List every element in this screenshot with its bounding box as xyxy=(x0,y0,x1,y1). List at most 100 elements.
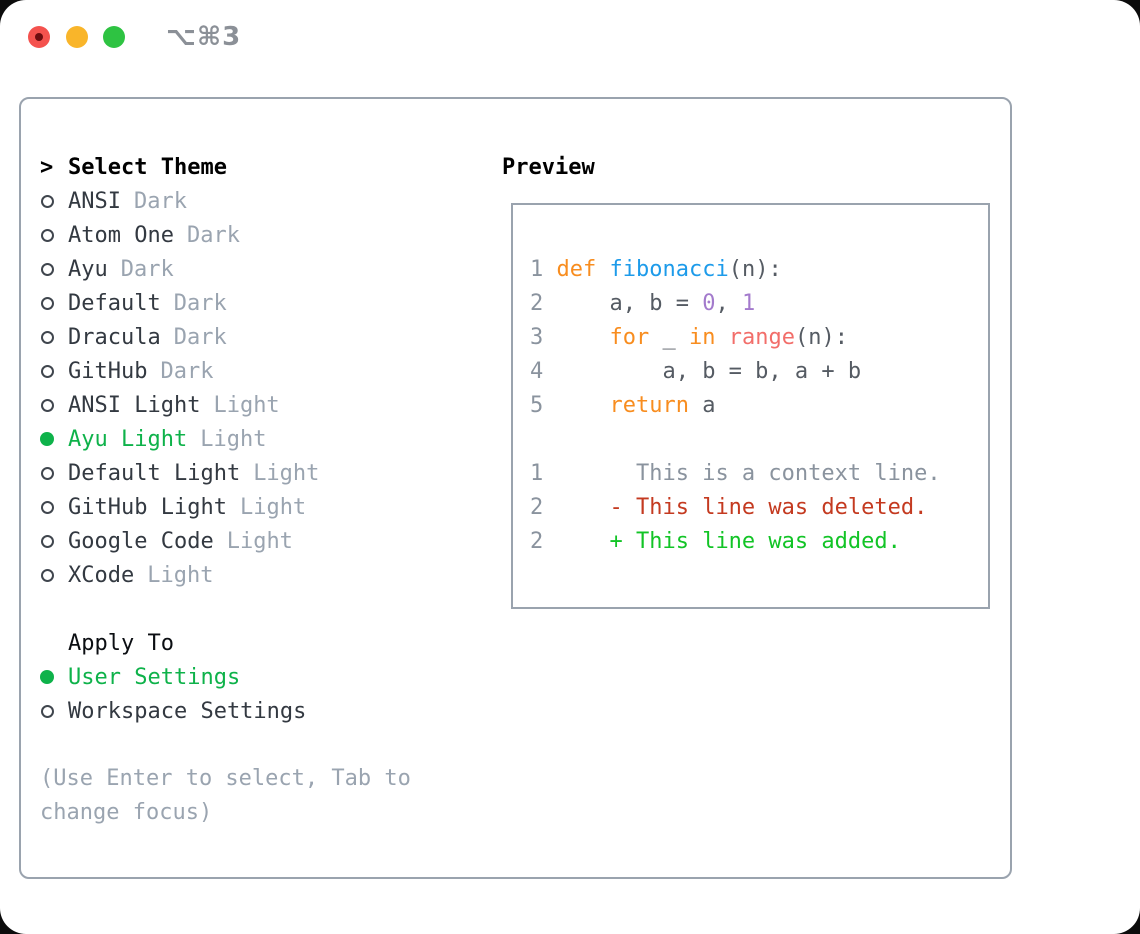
theme-list-header: > Select Theme xyxy=(40,150,319,184)
code-line-4: 4 a, b = b, a + b xyxy=(530,358,862,384)
preview-title: Preview xyxy=(502,154,595,180)
radio-marker xyxy=(40,500,68,514)
diff-sample: 1 This is a context line. 2 - This line w… xyxy=(530,456,941,558)
theme-option-ayu-light[interactable]: Ayu Light Light xyxy=(40,422,319,456)
radio-selected-icon xyxy=(40,670,54,684)
radio-marker xyxy=(40,398,68,412)
line-number: 1 xyxy=(530,256,557,282)
cursor-arrow-icon: > xyxy=(40,154,54,180)
apply-option-label: Workspace Settings xyxy=(68,698,307,724)
line-number: 2 xyxy=(530,528,557,554)
theme-name: GitHub Light xyxy=(68,494,227,520)
apply-option-workspace-settings[interactable]: Workspace Settings xyxy=(40,694,306,728)
syntax-sample: 1 def fibonacci(n): 2 a, b = 0, 1 3 for _ … xyxy=(530,252,941,422)
radio-icon xyxy=(41,262,54,276)
theme-option-github-light[interactable]: GitHub Light Light xyxy=(40,490,319,524)
minimize-button[interactable] xyxy=(66,26,88,48)
radio-icon xyxy=(41,330,54,344)
line-number: 3 xyxy=(530,324,557,350)
theme-variant-badge: Light xyxy=(239,494,307,520)
theme-variant-badge: Light xyxy=(213,392,280,418)
line-number: 4 xyxy=(530,358,557,384)
apply-option-user-settings[interactable]: User Settings xyxy=(40,660,306,694)
theme-name: Default Light xyxy=(68,460,241,486)
theme-option-default-light[interactable]: Default Light Light xyxy=(40,456,319,490)
radio-marker xyxy=(40,364,68,378)
theme-option-ansi[interactable]: ANSI Dark xyxy=(40,184,319,218)
theme-name: Ayu xyxy=(68,256,108,282)
line-number: 2 xyxy=(530,494,557,520)
theme-variant-badge: Dark xyxy=(173,324,227,350)
radio-marker xyxy=(40,194,68,208)
theme-name: Ayu Light xyxy=(68,426,188,452)
radio-marker xyxy=(40,704,68,718)
theme-option-google-code[interactable]: Google Code Light xyxy=(40,524,319,558)
apply-option-label: User Settings xyxy=(68,664,241,690)
preview-box: 1 def fibonacci(n): 2 a, b = 0, 1 3 for _ … xyxy=(511,203,990,609)
radio-icon xyxy=(41,704,54,718)
code-line-3: 3 for _ in range(n): xyxy=(530,324,848,350)
radio-marker xyxy=(40,330,68,344)
line-number: 1 xyxy=(530,460,557,486)
line-number: 2 xyxy=(530,290,557,316)
theme-variant-badge: Light xyxy=(226,528,293,554)
code-preview: 1 def fibonacci(n): 2 a, b = 0, 1 3 for _ … xyxy=(530,252,941,558)
theme-variant-badge: Dark xyxy=(133,188,187,214)
radio-icon xyxy=(41,568,54,582)
radio-icon xyxy=(41,466,54,480)
theme-list-title: Select Theme xyxy=(68,154,227,180)
theme-name: GitHub xyxy=(68,358,148,384)
radio-icon xyxy=(41,534,54,548)
theme-option-default[interactable]: Default Dark xyxy=(40,286,319,320)
theme-name: Atom One xyxy=(68,222,174,248)
radio-marker xyxy=(40,670,68,684)
apply-to-title: Apply To xyxy=(40,626,306,660)
radio-icon xyxy=(41,500,54,514)
usage-hint: (Use Enter to select, Tab to change focu… xyxy=(40,766,411,825)
theme-variant-badge: Dark xyxy=(160,358,214,384)
zoom-button[interactable] xyxy=(103,26,125,48)
theme-variant-badge: Light xyxy=(147,562,214,588)
radio-icon xyxy=(41,364,54,378)
theme-variant-badge: Light xyxy=(253,460,320,486)
radio-marker xyxy=(40,534,68,548)
radio-icon xyxy=(41,228,54,242)
radio-marker xyxy=(40,432,68,446)
theme-option-ayu[interactable]: Ayu Dark xyxy=(40,252,319,286)
theme-variant-badge: Light xyxy=(200,426,267,452)
theme-name: ANSI xyxy=(68,188,121,214)
diff-line-del: 2 - This line was deleted. xyxy=(530,494,928,520)
unsaved-changes-dot-icon xyxy=(35,33,43,41)
theme-name: XCode xyxy=(68,562,135,588)
theme-option-atom-one[interactable]: Atom One Dark xyxy=(40,218,319,252)
code-line-1: 1 def fibonacci(n): xyxy=(530,256,782,282)
code-line-5: 5 return a xyxy=(530,392,716,418)
theme-option-ansi-light[interactable]: ANSI Light Light xyxy=(40,388,319,422)
radio-marker xyxy=(40,466,68,480)
apply-to-label: Apply To xyxy=(68,630,174,656)
theme-option-xcode[interactable]: XCode Light xyxy=(40,558,319,592)
diff-line-context: 1 This is a context line. xyxy=(530,460,941,486)
radio-selected-icon xyxy=(40,432,54,446)
theme-option-github[interactable]: GitHub Dark xyxy=(40,354,319,388)
radio-marker xyxy=(40,262,68,276)
theme-variant-badge: Dark xyxy=(186,222,240,248)
diff-line-add: 2 + This line was added. xyxy=(530,528,901,554)
code-line-2: 2 a, b = 0, 1 xyxy=(530,290,756,316)
theme-name: Google Code xyxy=(68,528,214,554)
keyboard-shortcut-label: ⌥⌘3 xyxy=(166,22,242,52)
radio-icon xyxy=(41,398,54,412)
radio-marker xyxy=(40,296,68,310)
radio-marker xyxy=(40,568,68,582)
theme-name: Default xyxy=(68,290,161,316)
radio-icon xyxy=(41,194,54,208)
close-button[interactable] xyxy=(28,26,50,48)
theme-name: ANSI Light xyxy=(68,392,201,418)
theme-variant-badge: Dark xyxy=(120,256,174,282)
theme-variant-badge: Dark xyxy=(173,290,227,316)
